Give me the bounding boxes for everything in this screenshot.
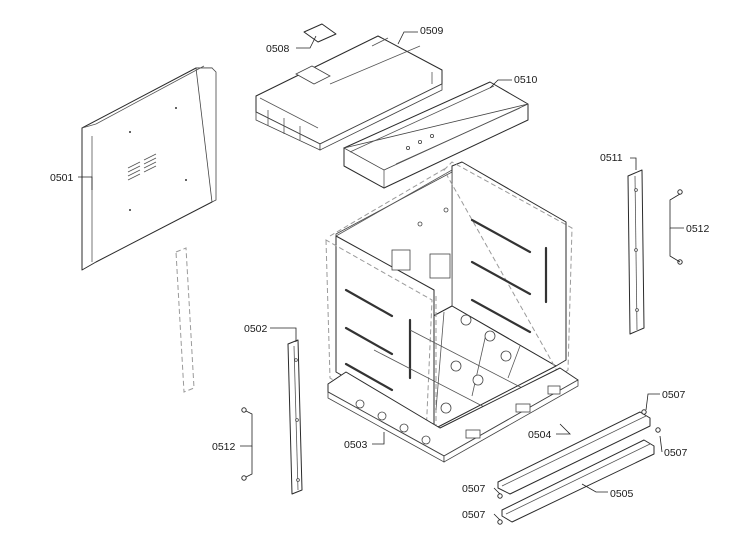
part-0508-cover-plate (303, 23, 337, 43)
label-0507-right: 0507 (664, 447, 688, 459)
screw-0507-a (497, 493, 503, 499)
label-0510: 0510 (514, 74, 538, 86)
label-0511: 0511 (600, 152, 623, 164)
label-0501: 0501 (50, 172, 74, 184)
part-0503-base-tray (327, 367, 579, 463)
label-0504: 0504 (528, 429, 552, 441)
screw-0507-c (655, 427, 661, 433)
label-0507-top: 0507 (662, 389, 686, 401)
label-0509: 0509 (420, 25, 444, 37)
part-labels: 0501 0502 0503 0504 0505 0507 0507 0507 … (50, 25, 710, 521)
part-0504-front-trim (497, 409, 651, 495)
label-0512-right: 0512 (686, 223, 710, 235)
part-0509-top-cover (255, 35, 443, 151)
label-0503: 0503 (344, 439, 368, 451)
part-0501-side-panel (81, 65, 217, 271)
ghost-side-strip (175, 247, 195, 393)
screw-0512-a (241, 407, 247, 413)
label-0507-mid: 0507 (462, 483, 486, 495)
oven-cavity-frame (325, 161, 573, 437)
screw-0507-b (497, 519, 503, 525)
label-0512-left: 0512 (212, 441, 236, 453)
label-0502: 0502 (244, 323, 268, 335)
label-0507-bottom: 0507 (462, 509, 486, 521)
leader-lines (78, 31, 684, 521)
part-0511-right-strip (627, 169, 645, 335)
label-0505: 0505 (610, 488, 634, 500)
label-0508: 0508 (266, 43, 290, 55)
part-0510-front-duct (342, 81, 529, 189)
part-0502-left-strip (287, 339, 303, 495)
screw-0512-c (677, 189, 683, 195)
screw-0512-b (241, 475, 247, 481)
part-0505-lower-trim (501, 439, 655, 523)
